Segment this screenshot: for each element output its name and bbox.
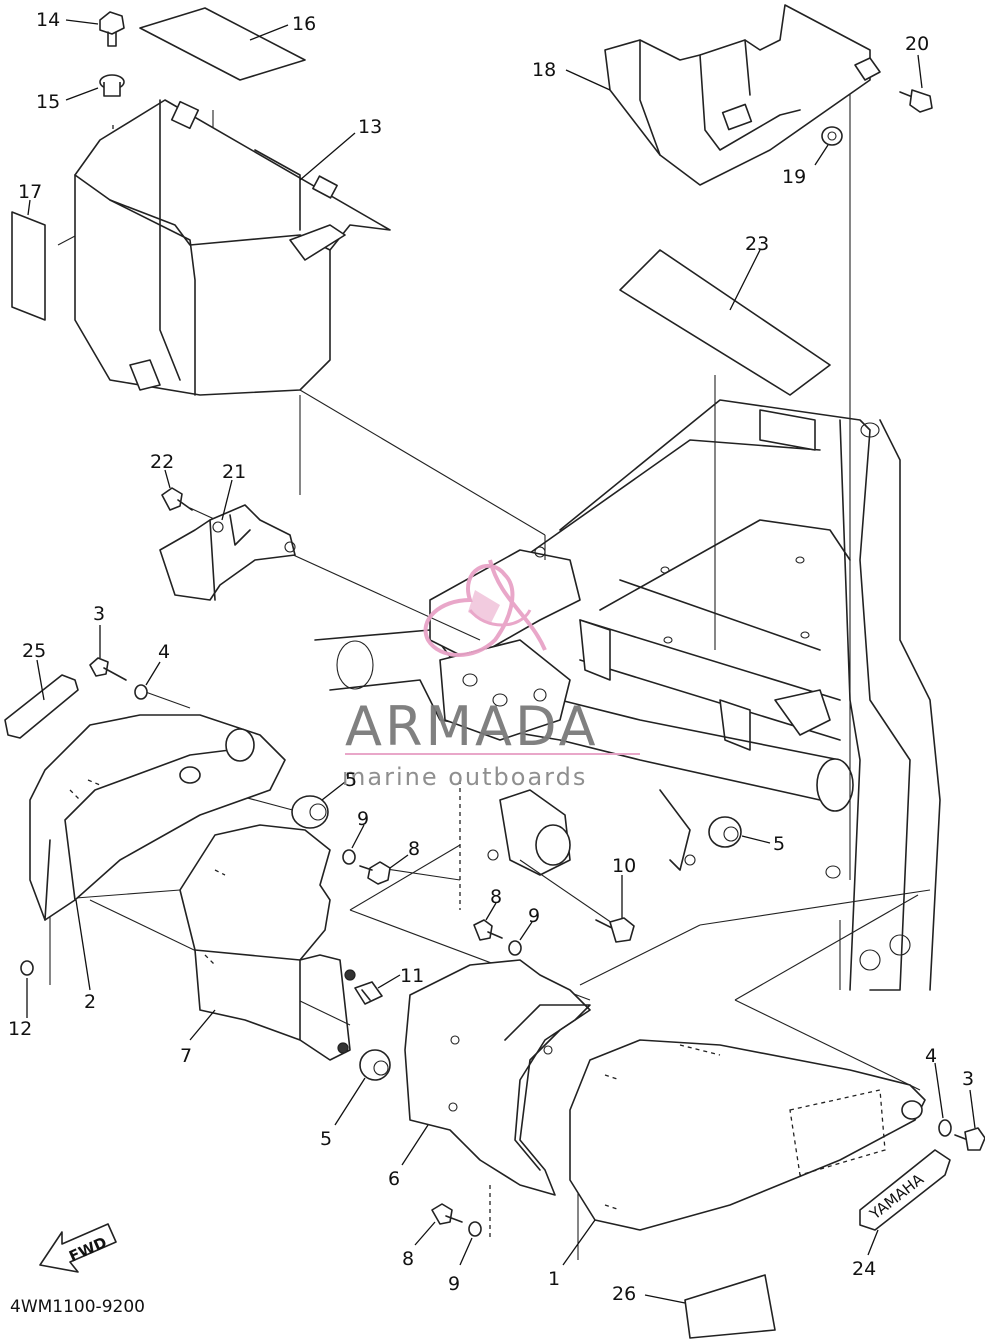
callout-16: 16 bbox=[292, 13, 316, 35]
grommet-5-right bbox=[708, 816, 742, 848]
bracket-21 bbox=[159, 504, 296, 601]
center-cover-7 bbox=[179, 824, 356, 1061]
callout-6: 6 bbox=[388, 1168, 400, 1190]
watermark-subtitle: marine outboards bbox=[342, 763, 587, 791]
callout-17: 17 bbox=[18, 181, 42, 203]
callout-25: 25 bbox=[22, 640, 46, 662]
cover-6 bbox=[404, 959, 591, 1196]
callout-24: 24 bbox=[852, 1258, 876, 1280]
callout-26: 26 bbox=[612, 1283, 636, 1305]
callout-11: 11 bbox=[400, 965, 424, 987]
collar-15 bbox=[99, 74, 125, 97]
callout-8-upper: 8 bbox=[408, 838, 420, 860]
callout-19: 19 bbox=[782, 166, 806, 188]
callout-8-mid: 8 bbox=[490, 886, 502, 908]
pad-16 bbox=[139, 7, 306, 81]
frame bbox=[314, 399, 941, 991]
callout-20: 20 bbox=[905, 33, 929, 55]
grommet-5-upper bbox=[291, 795, 329, 829]
clip-11 bbox=[354, 981, 383, 1005]
callout-10: 10 bbox=[612, 855, 636, 877]
callout-3-upper: 3 bbox=[93, 603, 105, 625]
callout-18: 18 bbox=[532, 59, 556, 81]
right-cover-1 bbox=[569, 1039, 926, 1231]
bolt-3-right bbox=[954, 1127, 985, 1151]
callout-8-lower: 8 bbox=[402, 1248, 414, 1270]
callout-12: 12 bbox=[8, 1018, 32, 1040]
pad-23 bbox=[619, 249, 831, 396]
emblem-24: YAMAHA bbox=[859, 1149, 951, 1231]
label-26 bbox=[684, 1274, 776, 1339]
watermark-title: ARMADA bbox=[345, 695, 599, 758]
callout-3-right: 3 bbox=[962, 1068, 974, 1090]
washer-9-lower bbox=[468, 1221, 482, 1237]
part-code: 4WM1100-9200 bbox=[10, 1297, 145, 1317]
callout-13: 13 bbox=[358, 116, 382, 138]
nut-19 bbox=[821, 126, 843, 146]
callout-9-upper: 9 bbox=[357, 808, 369, 830]
bolt-20 bbox=[899, 89, 933, 113]
callout-leaders bbox=[26, 19, 976, 1304]
forward-arrow: FWD bbox=[39, 1223, 117, 1273]
battery-box-13 bbox=[74, 99, 391, 396]
washer-4-right bbox=[938, 1119, 952, 1137]
callout-9-mid: 9 bbox=[528, 905, 540, 927]
callout-4-upper: 4 bbox=[158, 641, 170, 663]
fasteners bbox=[20, 11, 985, 1237]
screw-8-upper bbox=[359, 861, 391, 885]
bolt-3-upper bbox=[89, 657, 127, 681]
callout-5-upper: 5 bbox=[345, 769, 357, 791]
guide-lines bbox=[49, 85, 931, 1260]
washer-12 bbox=[20, 960, 34, 976]
callout-9-lower: 9 bbox=[448, 1273, 460, 1295]
washer-4-upper bbox=[134, 684, 148, 700]
callout-7: 7 bbox=[180, 1045, 192, 1067]
callout-23: 23 bbox=[745, 233, 769, 255]
washer-9-upper bbox=[342, 849, 356, 865]
bolt-14 bbox=[99, 11, 125, 47]
watermark: ARMADA marine outboards bbox=[342, 559, 640, 791]
bracket-box-18 bbox=[604, 4, 881, 186]
callout-15: 15 bbox=[36, 91, 60, 113]
screw-8-mid bbox=[473, 919, 503, 941]
washer-9-mid bbox=[508, 940, 522, 956]
callout-14: 14 bbox=[36, 9, 60, 31]
callout-21: 21 bbox=[222, 461, 246, 483]
callout-5-right: 5 bbox=[773, 833, 785, 855]
screw-8-lower bbox=[431, 1203, 463, 1225]
callout-labels: 14 16 15 13 17 18 20 19 23 22 21 3 4 25 … bbox=[8, 9, 974, 1305]
bolt-22 bbox=[161, 487, 193, 511]
bolt-10 bbox=[595, 917, 635, 943]
pad-17 bbox=[11, 211, 46, 321]
armada-logo-icon bbox=[423, 559, 547, 657]
left-cover-2 bbox=[29, 714, 286, 921]
seal-25 bbox=[4, 674, 79, 739]
callout-4-right: 4 bbox=[925, 1045, 937, 1067]
grommet-5-lower bbox=[359, 1049, 391, 1081]
callout-1: 1 bbox=[548, 1268, 560, 1290]
callout-22: 22 bbox=[150, 451, 174, 473]
callout-5-lower: 5 bbox=[320, 1128, 332, 1150]
callout-2: 2 bbox=[84, 991, 96, 1013]
